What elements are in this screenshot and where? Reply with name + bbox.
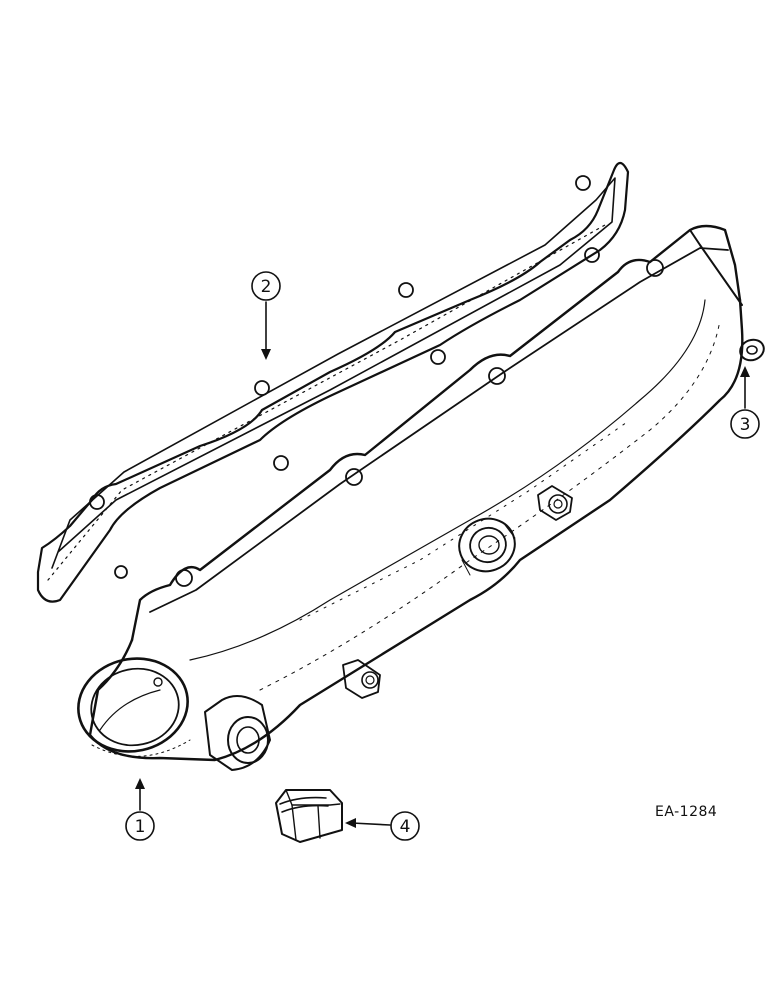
callout-3-label: 3: [740, 415, 751, 435]
manifold-body: [77, 224, 744, 771]
callout-4: 4: [390, 811, 420, 841]
center-port: [458, 517, 516, 576]
callout-2-label: 2: [261, 277, 272, 297]
top-boss: [537, 485, 573, 521]
manifold-bolt-holes: [175, 259, 664, 587]
callout-3: 3: [730, 409, 760, 439]
callout-2: 2: [251, 271, 281, 301]
callout-1-label: 1: [135, 817, 146, 837]
callout-4-label: 4: [400, 817, 411, 837]
callout-1: 1: [125, 811, 155, 841]
gasket-bolt-holes: [89, 175, 600, 579]
inlet-port: [77, 657, 191, 757]
side-boss: [204, 695, 271, 771]
plug: [275, 789, 343, 843]
figure-code: EA-1284: [655, 804, 717, 820]
gasket: [36, 161, 630, 603]
leader-lines: [135, 301, 750, 828]
drain-boss: [342, 659, 381, 699]
washer: [739, 338, 765, 362]
